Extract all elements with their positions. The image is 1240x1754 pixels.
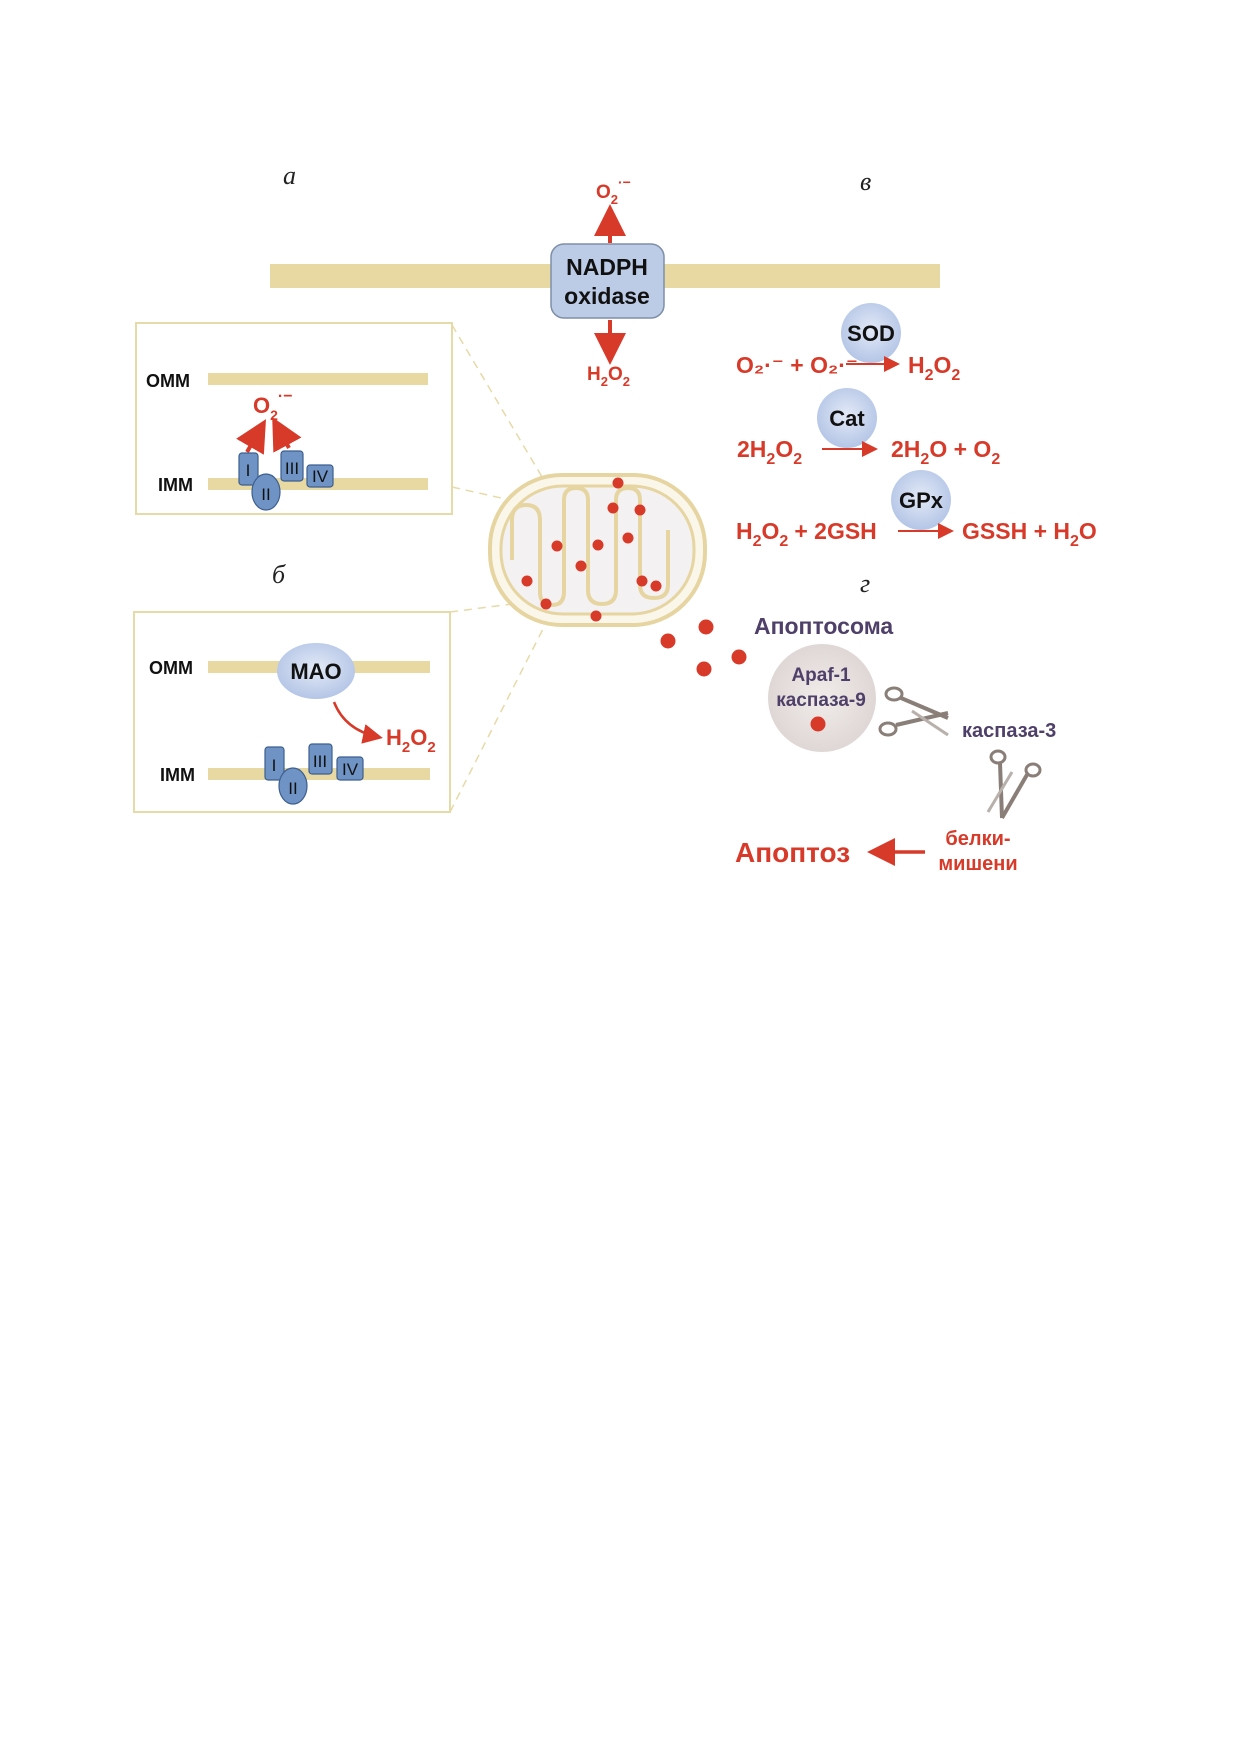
inset-a-omm bbox=[208, 373, 428, 385]
inset-b-omm-label: OMM bbox=[149, 658, 193, 678]
scissors-icon-2 bbox=[986, 749, 1042, 820]
target-proteins-line1: белки- bbox=[945, 828, 1010, 850]
nadph-oxidase-line2: oxidase bbox=[564, 283, 650, 309]
inset-a-arrow-left bbox=[236, 419, 266, 455]
caspase9-label: каспаза-9 bbox=[776, 690, 866, 711]
cat-label: Cat bbox=[829, 406, 865, 431]
reaction2-right: 2H2O + O2 bbox=[891, 436, 1000, 468]
apoptosome-title: Апоптосома bbox=[754, 613, 893, 639]
reaction3-right: GSSH + H2O bbox=[962, 518, 1097, 550]
gpx-enzyme bbox=[891, 470, 951, 530]
inset-b-complex-ii bbox=[278, 767, 308, 805]
inset-b-complex-iii bbox=[308, 743, 333, 775]
cat-enzyme bbox=[817, 388, 877, 448]
reaction2-left: 2H2O2 bbox=[737, 436, 802, 468]
nadph-oxidase-line1: NADPH bbox=[566, 254, 648, 280]
panel-label-g: г bbox=[860, 569, 870, 598]
nadph-superoxide-label: O2·− bbox=[596, 174, 631, 207]
apoptosome bbox=[768, 644, 876, 752]
inset-a-complex-i bbox=[238, 452, 259, 486]
inset-b-h2o2: H2O2 bbox=[386, 725, 436, 756]
inset-a-omm-label: OMM bbox=[146, 371, 190, 391]
inset-b-label-iv: IV bbox=[342, 760, 359, 779]
reaction1-right: H2O2 bbox=[908, 352, 960, 384]
apoptosis-label: Апоптоз bbox=[735, 837, 850, 868]
inset-a-label-i: I bbox=[246, 461, 251, 480]
caspase3-label: каспаза-3 bbox=[962, 720, 1056, 742]
panel-label-a: а bbox=[283, 161, 296, 190]
inset-a-label-ii: II bbox=[261, 485, 270, 504]
inset-a-label-iii: III bbox=[285, 459, 299, 478]
inset-b-label-ii: II bbox=[288, 779, 297, 798]
apaf1-label: Apaf-1 bbox=[791, 665, 851, 686]
reaction3-left: H2O2+ 2GSH bbox=[736, 518, 877, 550]
nadph-oxidase-box bbox=[550, 243, 665, 319]
inset-a-complex-iii bbox=[280, 450, 304, 482]
target-proteins-line2: мишени bbox=[938, 853, 1017, 875]
nadph-h2o2-label: H2O2 bbox=[587, 364, 630, 389]
apoptosome-dot bbox=[810, 716, 826, 732]
inset-a-imm-label: IMM bbox=[158, 475, 193, 495]
panel-label-b: б bbox=[272, 560, 286, 589]
gpx-label: GPx bbox=[899, 488, 944, 513]
sod-label: SOD bbox=[847, 321, 895, 346]
inset-b-label-iii: III bbox=[313, 752, 327, 771]
mito-dots bbox=[521, 477, 662, 622]
scissors-icon bbox=[878, 686, 949, 737]
inset-a-superoxide: O2·− bbox=[253, 388, 293, 423]
inset-a-arrow-right bbox=[272, 416, 302, 453]
released-dots bbox=[660, 619, 747, 677]
inset-b-complex-i bbox=[264, 746, 285, 781]
inset-a-label-iv: IV bbox=[312, 467, 329, 486]
mao-arrow bbox=[332, 701, 383, 744]
zoom-lines bbox=[449, 324, 546, 813]
inset-b-complex-iv bbox=[336, 756, 364, 781]
mao-enzyme bbox=[277, 643, 355, 699]
panel-label-v: в bbox=[860, 167, 871, 196]
inset-b-label-i: I bbox=[272, 756, 277, 775]
sod-enzyme bbox=[841, 303, 901, 363]
reaction1-left: O₂·⁻ + O₂·⁻ bbox=[736, 352, 858, 378]
mao-label: MAO bbox=[290, 659, 341, 684]
inset-a-complex-iv bbox=[306, 464, 334, 488]
inset-b-imm-label: IMM bbox=[160, 765, 195, 785]
inset-a-complex-ii bbox=[251, 473, 281, 511]
